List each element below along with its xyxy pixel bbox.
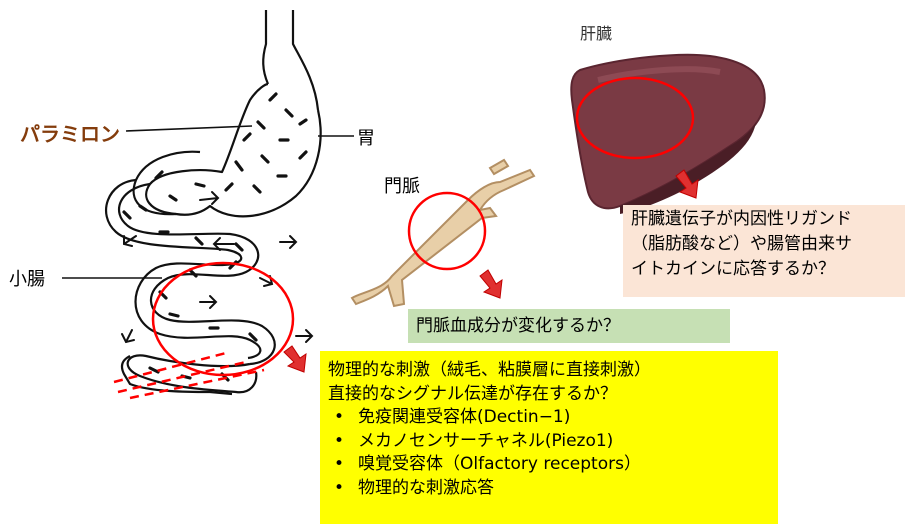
- liver-box-line: イトカインに応答するか？: [631, 257, 897, 282]
- portal-box-text: 門脈血成分が変化するか？: [416, 316, 620, 336]
- receptor-list: •免疫関連受容体(Dectin−1) •メカノセンサーチャネル(Piezo1) …: [328, 406, 770, 500]
- liver-label: 肝臓: [580, 20, 612, 44]
- liver-box-line: 肝臓遺伝子が内因性リガンド: [631, 207, 897, 232]
- intestine-arrow: [284, 346, 306, 372]
- portal-question-box: 門脈血成分が変化するか？: [408, 309, 730, 343]
- bullet-icon: •: [334, 453, 358, 477]
- portal-arrow: [480, 270, 502, 298]
- bullet-icon: •: [334, 477, 358, 501]
- receptor-list-item: •免疫関連受容体(Dectin−1): [334, 406, 770, 430]
- liver-illustration: [571, 55, 764, 214]
- intestine-highlight-circle: [153, 263, 293, 375]
- receptor-text: 嗅覚受容体（Olfactory receptors）: [358, 453, 641, 477]
- receptor-text: 物理的な刺激応答: [358, 477, 494, 501]
- receptor-text: 免疫関連受容体(Dectin−1): [358, 406, 570, 430]
- small-intestine-label: 小腸: [9, 265, 45, 291]
- portal-vein-label: 門脈: [384, 172, 420, 198]
- physical-box-line: 物理的な刺激（絨毛、粘膜層に直接刺激）: [328, 359, 770, 383]
- receptor-list-item: •メカノセンサーチャネル(Piezo1): [334, 430, 770, 454]
- receptor-list-item: •物理的な刺激応答: [334, 477, 770, 501]
- paramylon-leader: [126, 126, 252, 131]
- flow-arrows: [122, 192, 312, 342]
- receptor-list-item: •嗅覚受容体（Olfactory receptors）: [334, 453, 770, 477]
- paramylon-label: パラミロン: [20, 118, 120, 147]
- physical-stimulus-box: 物理的な刺激（絨毛、粘膜層に直接刺激） 直接的なシグナル伝達が存在するか？ •免…: [320, 351, 778, 524]
- receptor-text: メカノセンサーチャネル(Piezo1): [358, 430, 613, 454]
- liver-box-line: （脂肪酸など）や腸管由来サ: [631, 232, 897, 257]
- bullet-icon: •: [334, 406, 358, 430]
- portal-vein-illustration: [352, 160, 534, 306]
- liver-question-box: 肝臓遺伝子が内因性リガンド （脂肪酸など）や腸管由来サ イトカインに応答するか？: [623, 205, 905, 297]
- physical-box-line: 直接的なシグナル伝達が存在するか？: [328, 383, 770, 407]
- stomach-label: 胃: [357, 124, 375, 150]
- bullet-icon: •: [334, 430, 358, 454]
